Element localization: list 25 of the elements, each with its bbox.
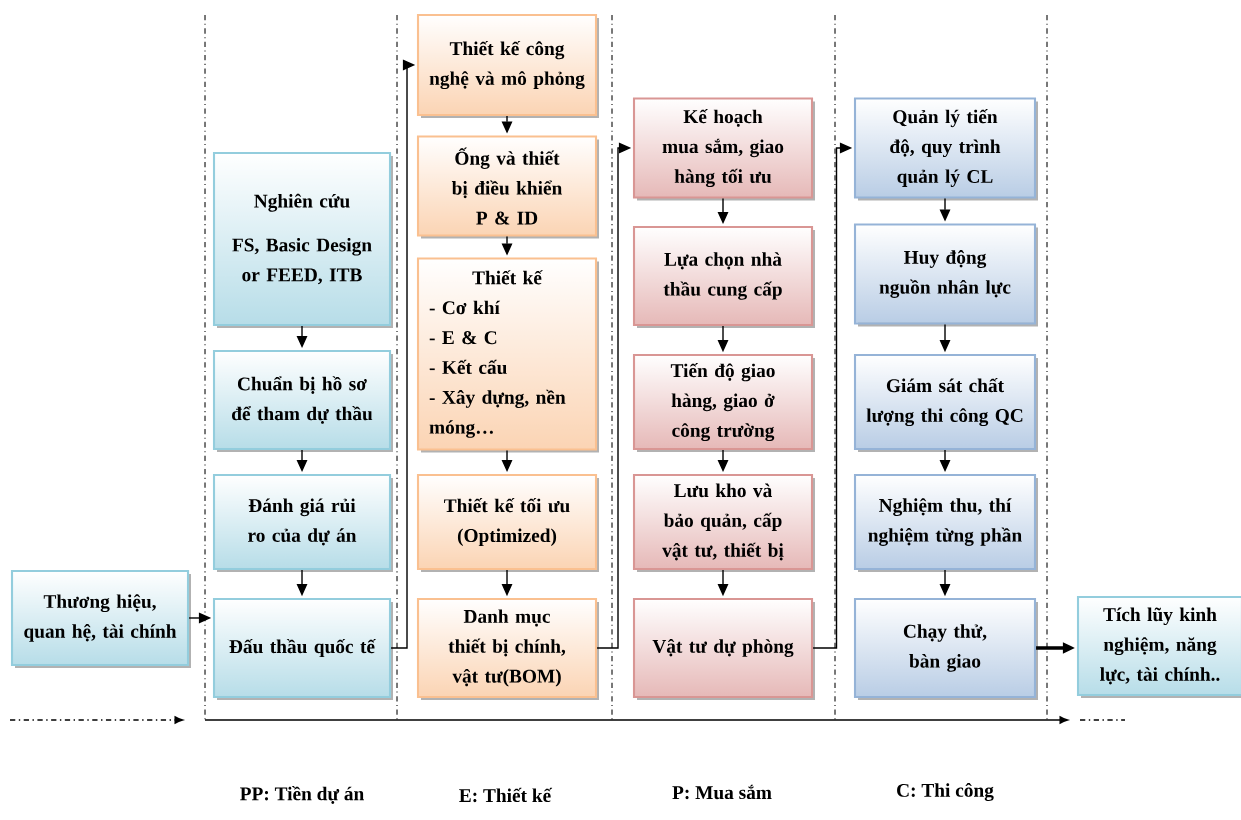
process-box: Chạy thử, bàn giao: [853, 597, 1038, 700]
process-box: Kế hoạch mua sắm, giao hàng tối ưu: [632, 97, 815, 201]
process-box: Nghiên cứu FS, Basic Design or FEED, ITB: [212, 151, 393, 328]
process-box: Lưu kho và bảo quản, cấp vật tư, thiết bị: [632, 473, 815, 572]
process-box: Thiết kế tối ưu (Optimized): [416, 473, 599, 572]
process-box: Nghiệm thu, thí nghiệm từng phần: [853, 473, 1038, 572]
process-box: Ống và thiết bị điều khiển P & ID: [416, 135, 599, 239]
process-box: Tích lũy kinh nghiệm, năng lực, tài chính..: [1076, 595, 1241, 698]
process-box: Vật tư dự phòng: [632, 597, 815, 700]
process-box: Tiến độ giao hàng, giao ở công trường: [632, 353, 815, 452]
process-box: Thương hiệu, quan hệ, tài chính: [10, 569, 191, 668]
phase-label: PP: Tiền dự án: [240, 786, 364, 804]
process-box: Lựa chọn nhà thầu cung cấp: [632, 225, 815, 328]
phase-label: C: Thi công: [897, 783, 994, 801]
phase-label: P: Mua sắm: [672, 784, 772, 800]
process-box: Chuẩn bị hồ sơ để tham dự thầu: [212, 349, 393, 452]
process-box: Quản lý tiến độ, quy trình quản lý CL: [853, 97, 1038, 201]
process-box: Thiết kế - Cơ khí - E & C - Kết cấu - Xây dựng, nền móng…: [416, 257, 599, 453]
process-box: Đánh giá rủi ro của dự án: [212, 473, 393, 572]
process-box: Đấu thầu quốc tế: [212, 597, 393, 700]
process-box: Giám sát chất lượng thi công QC: [853, 353, 1038, 452]
process-box: Danh mục thiết bị chính, vật tư(BOM): [416, 597, 599, 700]
process-box: Thiết kế công nghệ và mô phỏng: [416, 13, 599, 118]
process-box: Huy động nguồn nhân lực: [853, 223, 1038, 327]
phase-label: E: Thiết kế: [459, 787, 553, 803]
